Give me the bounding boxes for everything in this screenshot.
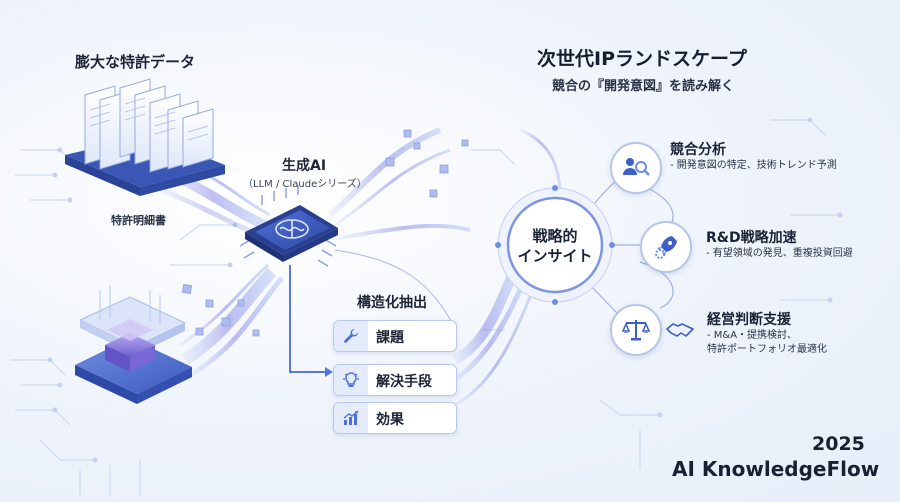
lightbulb-icon: [334, 365, 368, 395]
rocket-gear-icon: [640, 221, 692, 273]
extraction-item-label: 課題: [376, 330, 404, 346]
page-subtitle: 競合の『開発意図』を読み解く: [552, 79, 735, 94]
benefit-description: 特許ポートフォリオ最適化: [707, 344, 827, 355]
extraction-arrow: [289, 265, 333, 377]
patent-data-heading: 膨大な特許データ: [75, 53, 196, 71]
benefit-title: R&D戦略加速: [706, 230, 797, 246]
footer-brand: AI KnowledgeFlow: [672, 457, 880, 481]
hub-line-2: インサイト: [517, 247, 593, 265]
data-platform-stack: [75, 285, 192, 404]
generative-ai-subtitle: （LLM / Claudeシリーズ）: [243, 179, 367, 190]
extraction-item-label: 効果: [376, 412, 404, 428]
insight-hub: [495, 185, 615, 305]
ai-chip: [239, 185, 338, 267]
handshake-icon: [665, 320, 695, 344]
benefit-competitor-analysis: 競合分析 - 開発意図の特定、技術トレンド予測: [670, 139, 837, 173]
scales-handshake-icon: [610, 304, 662, 356]
benefit-description: - M&A・提携検討、: [707, 330, 798, 341]
page-title: 次世代IPランドスケープ: [537, 48, 747, 70]
benefit-description: - 有望領域の発見、重複投資回避: [706, 248, 853, 259]
benefit-description: - 開発意図の特定、技術トレンド予測: [670, 160, 837, 171]
competitor-analysis-icon: [610, 142, 662, 194]
circuit-nodes: [47, 117, 843, 463]
hub-line-1: 戦略的: [532, 227, 578, 245]
benefit-management-support: 経営判断支援 - M&A・提携検討、 特許ポートフォリオ最適化: [707, 309, 827, 357]
strategic-insight-label: 戦略的 インサイト: [510, 226, 600, 266]
extraction-item-issue: 課題: [333, 320, 457, 352]
benefit-title: 経営判断支援: [707, 312, 791, 328]
wrench-icon: [334, 321, 368, 351]
extraction-item-effect: 効果: [333, 402, 457, 434]
brain-icon: [275, 219, 309, 239]
footer-year: 2025: [812, 433, 865, 455]
patent-spec-label: 特許明細書: [111, 214, 166, 227]
structured-extraction-heading: 構造化抽出: [357, 295, 427, 311]
benefit-title: 競合分析: [670, 142, 726, 158]
data-particles: [181, 129, 469, 337]
growth-chart-icon: [334, 403, 368, 433]
benefit-rd-strategy: R&D戦略加速 - 有望領域の発見、重複投資回避: [706, 227, 853, 261]
extraction-item-solution: 解決手段: [333, 364, 457, 396]
patent-document-stack: [65, 78, 225, 196]
generative-ai-heading: 生成AI: [282, 158, 327, 174]
extraction-item-label: 解決手段: [376, 374, 432, 390]
